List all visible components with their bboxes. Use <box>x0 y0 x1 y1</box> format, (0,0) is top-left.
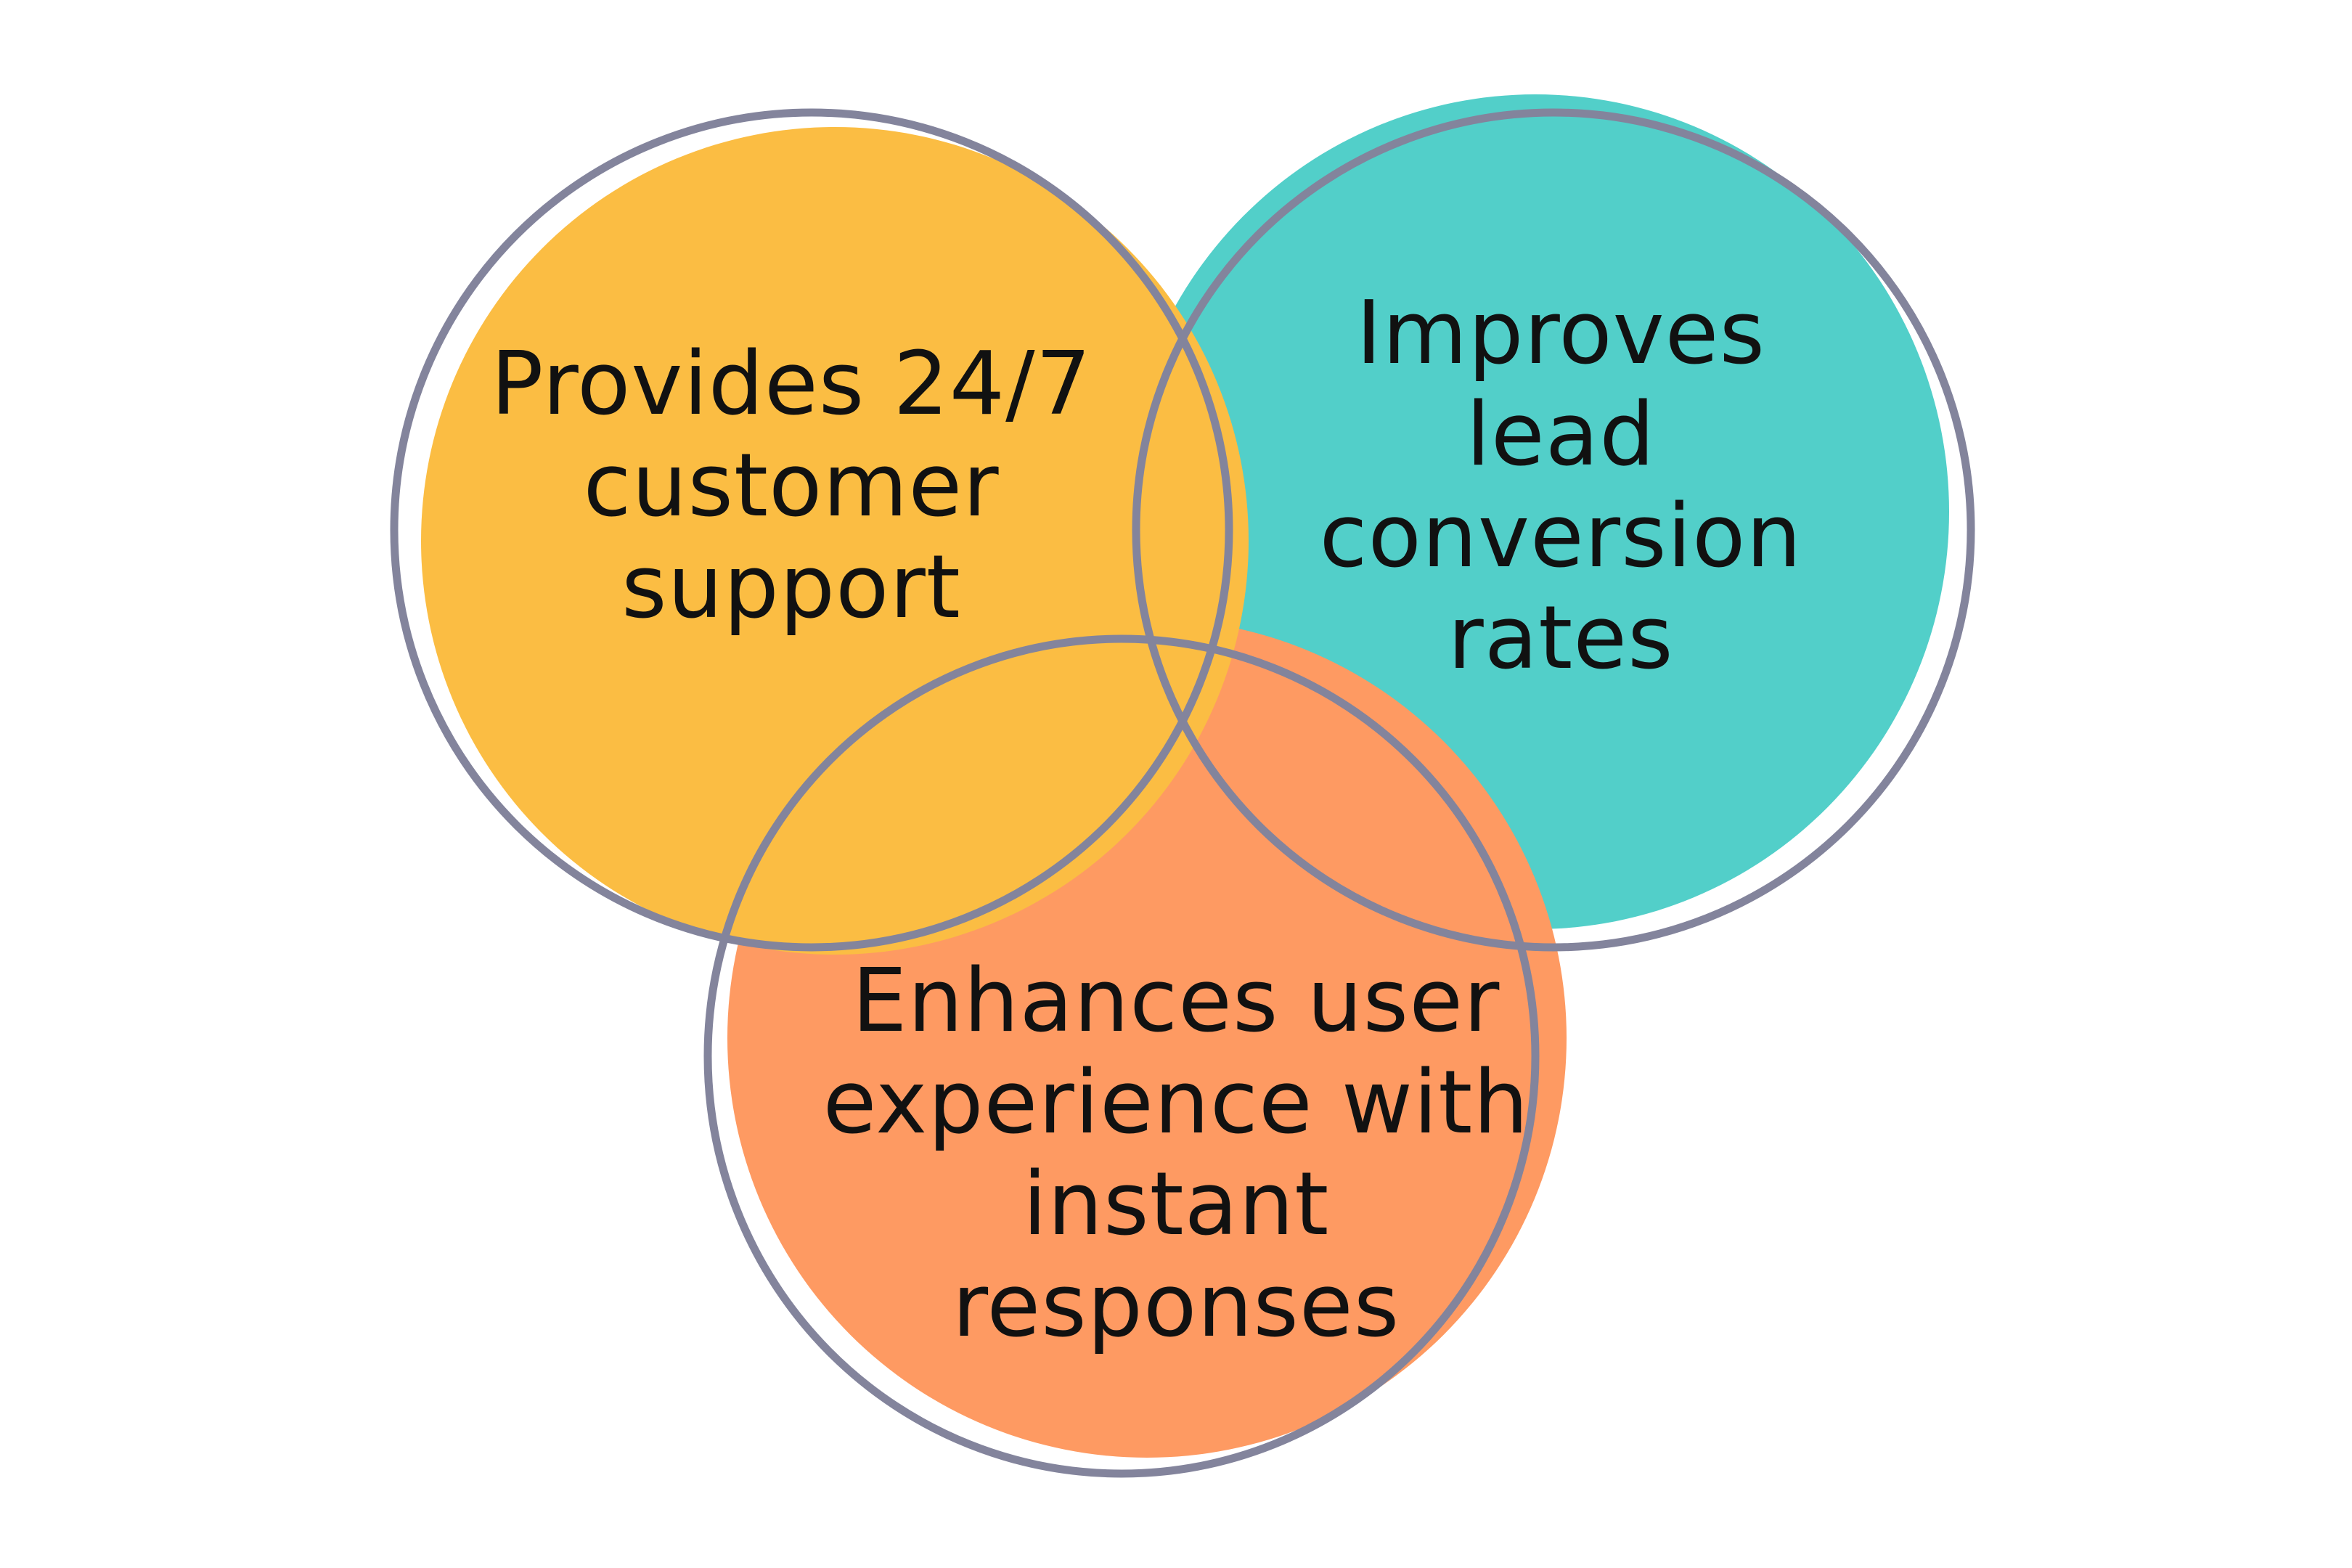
circle-fill-support <box>421 127 1249 955</box>
label-conversion-line: conversion <box>1319 486 1802 587</box>
label-conversion-line: rates <box>1447 588 1674 689</box>
circle-outline-conversion <box>1132 108 1975 952</box>
label-experience-line: responses <box>952 1256 1400 1357</box>
label-support-line: support <box>621 537 961 638</box>
label-support: Provides 24/7 customer support <box>465 334 1118 639</box>
label-conversion: Improves lead conversion rates <box>1227 283 1895 690</box>
label-support-line: customer <box>583 436 1000 536</box>
label-conversion-line: lead <box>1466 385 1656 486</box>
label-experience-line: instant <box>1022 1154 1330 1255</box>
label-experience-line: experience with <box>822 1053 1530 1153</box>
circle-outline-experience <box>703 634 1540 1478</box>
label-conversion-line: Improves <box>1356 283 1765 384</box>
label-experience-line: Enhances user <box>852 951 1500 1052</box>
label-experience: Enhances user experience with instant re… <box>777 951 1575 1357</box>
label-support-line: Provides 24/7 <box>491 334 1092 435</box>
circle-outline-support <box>390 108 1233 952</box>
